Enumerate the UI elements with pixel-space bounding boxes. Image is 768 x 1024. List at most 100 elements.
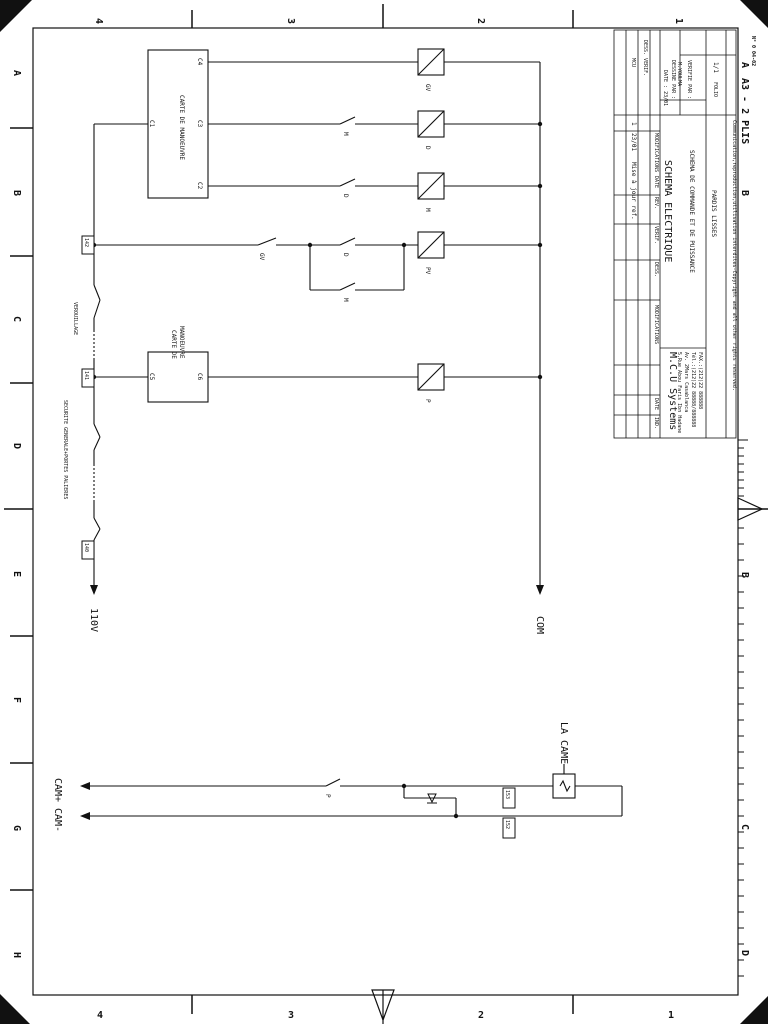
pin-c5: C5: [148, 373, 155, 381]
rev-date: 23/01: [630, 133, 637, 151]
company-name: M.C.U Systems: [667, 352, 678, 430]
label-verouillage: VEROUILLAGE: [72, 302, 78, 335]
right-mark-c: C: [739, 824, 750, 830]
pin-c1: C1: [148, 120, 155, 128]
pin-c2: C2: [196, 182, 203, 190]
corner-a-label: A: [739, 62, 750, 68]
label-contact-m-mid: M: [342, 298, 349, 302]
coil-gv-icon: [417, 48, 445, 76]
contact-d-top-icon: [339, 178, 356, 187]
label-la-came: LA CAME: [558, 722, 569, 764]
arrow-down-110v-icon: [90, 585, 98, 595]
doc-subtitle: PARDIS LISSES: [710, 190, 717, 237]
card-bottom-title-1: CARTE DE: [170, 330, 177, 359]
row-e: E: [11, 571, 22, 577]
company-tel: Tél.:(212)22 88888/888888: [690, 352, 697, 427]
terminal-152: 152: [504, 820, 510, 829]
title-block: [613, 29, 737, 439]
label-contact-m-top: M: [342, 132, 349, 136]
bottom-column-labels: 4 3 2 1: [97, 1010, 674, 1021]
left-row-labels: A B C D E F G H: [11, 70, 22, 958]
bottom-col-1: 1: [668, 1010, 674, 1021]
arrow-left-cam-minus-icon: [80, 812, 90, 820]
card-top: CARTE DE MANOEUVRE C1 C2 C3 C4: [147, 49, 209, 199]
head-dess: DESS.: [653, 262, 659, 277]
top-col-2: 2: [475, 18, 486, 24]
label-contact-p: P: [324, 794, 331, 798]
label-cam-minus: CAM-: [52, 808, 63, 832]
pin-c6: C6: [196, 373, 203, 381]
pin-c3: C3: [196, 120, 203, 128]
card-bottom: CARTE DE MANOEUVRE C5 C6: [147, 326, 209, 403]
terminal-labels: 142 141 140 153 152: [83, 238, 510, 829]
rail-arrows: [80, 585, 544, 820]
label-coil-d: D: [424, 146, 431, 150]
corner-top-right-icon: [740, 0, 768, 28]
contact-m-top-icon: [339, 116, 356, 125]
junctions: [91, 121, 543, 819]
schematic-labels: 110V COM VEROUILLAGE SECURITE GENERALE+P…: [52, 84, 569, 832]
head-date: DATE: [653, 398, 659, 410]
head-mods: MODIFICATIONS: [653, 305, 659, 344]
company-address-1: 5,Rue Abou Faris Ibn Hadane: [676, 352, 682, 433]
fold-arrow-icon: [737, 497, 764, 521]
head-verif: VERIF.: [653, 226, 659, 244]
folio-value: 1/1: [712, 62, 719, 73]
right-mark-d: D: [739, 950, 750, 956]
label-coil-m: M: [424, 208, 431, 212]
title-block-text: 1 23/01 Mise à jour ref. IND. DATE MODIF…: [630, 40, 737, 433]
row-c: C: [11, 316, 22, 322]
label-cam-plus: CAM+: [52, 778, 63, 802]
bottom-ruler: [191, 995, 574, 1014]
head-mods2: MODIFICATIONS: [653, 133, 659, 172]
sheet-format-label: A3 - 2 PLIS: [739, 78, 750, 144]
company-fax: FAX.:(212)22 888888: [697, 352, 703, 409]
corner-bottom-left-icon: [0, 994, 30, 1024]
coil-m-icon: [417, 172, 445, 200]
label-contact-gv: GV: [258, 253, 265, 261]
sheet-ref-label: N° 0 04-02: [750, 36, 756, 66]
row-a: A: [11, 70, 22, 76]
doc-title: SCHEMA DE COMMANDE ET DE PUISSANCE: [688, 150, 695, 273]
right-labels: A A3 - 2 PLIS N° 0 04-02 B B C D: [739, 36, 756, 956]
top-column-labels: 4 3 2 1: [93, 18, 684, 24]
coil-d-icon: [417, 110, 445, 138]
left-ruler: [4, 127, 33, 891]
mcu-label: MCU: [630, 58, 636, 67]
row-d: D: [11, 443, 22, 449]
terminal-142: 142: [83, 238, 89, 247]
verifie-par-label: VERIFIE PAR :: [686, 60, 692, 99]
chain-switch-2-icon: [93, 423, 101, 451]
contacts: [93, 116, 356, 787]
right-mark-b2: B: [739, 572, 750, 578]
chain-switch-1-icon: [93, 284, 101, 319]
arrow-left-cam-plus-icon: [80, 782, 90, 790]
date-label: DATE : 23/01: [662, 70, 668, 106]
terminals: [81, 235, 516, 839]
contact-m-mid-icon: [339, 282, 356, 291]
head-rev: REV.: [653, 197, 659, 209]
contact-d-mid-icon: [339, 237, 356, 246]
rev-ind: 1: [630, 122, 637, 126]
doc-type: SCHEMA ELECTRIQUE: [662, 160, 673, 262]
top-col-4: 4: [93, 18, 104, 24]
bottom-col-2: 2: [478, 1010, 484, 1021]
terminal-140: 140: [83, 543, 89, 552]
right-mark-b: B: [739, 190, 750, 196]
top-col-3: 3: [285, 18, 296, 24]
chain-switch-3-icon: [93, 517, 101, 541]
pin-c4: C4: [196, 58, 203, 66]
label-contact-d-mid: D: [342, 253, 349, 257]
terminal-141: 141: [83, 371, 89, 380]
label-110v: 110V: [88, 608, 99, 632]
bottom-center-arrow-icon: [371, 989, 395, 1024]
arrow-down-com-icon: [536, 585, 544, 595]
contact-gv-icon: [257, 237, 277, 246]
rev-text: Mise à jour ref.: [630, 162, 637, 220]
card-top-title: CARTE DE MANOEUVRE: [178, 95, 185, 160]
label-contact-d-top: D: [342, 194, 349, 198]
dess-verif-label: DESS. VERIF.: [642, 40, 648, 76]
head-date2: DATE: [653, 176, 659, 188]
diode-icon: [404, 793, 437, 804]
